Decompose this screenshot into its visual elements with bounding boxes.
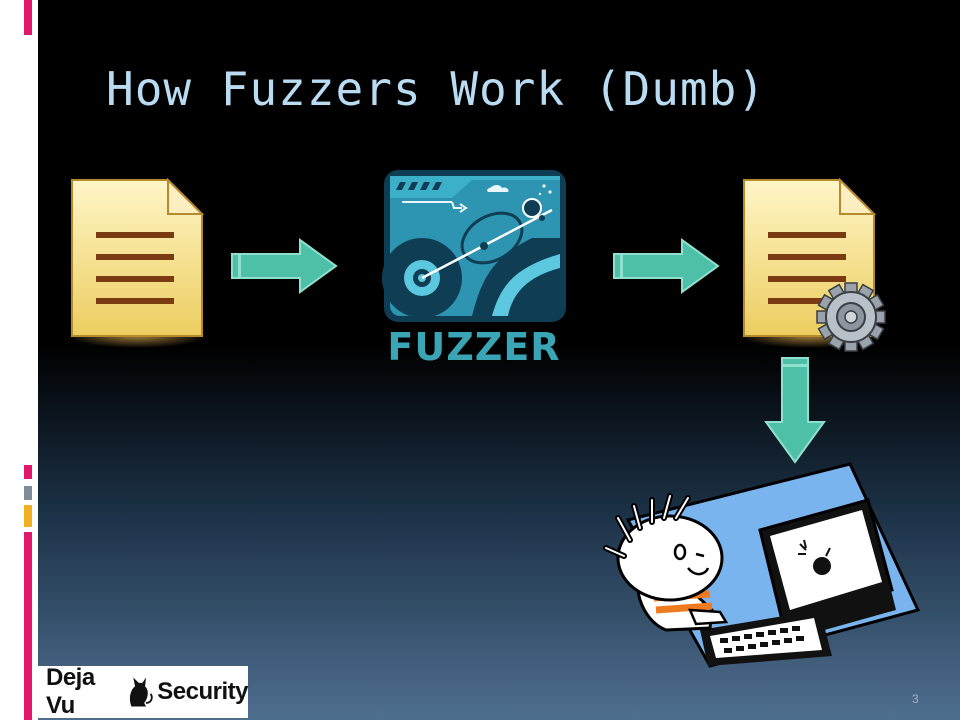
fuzzer-label: FUZZER — [387, 325, 560, 368]
left-bar-pink-top — [24, 0, 32, 35]
fuzzer-logo: FUZZER — [382, 170, 566, 368]
left-bar-pink-bottom — [24, 532, 32, 720]
page-number: 3 — [912, 692, 919, 706]
left-decorative-strip — [0, 0, 38, 720]
cat-icon — [129, 677, 153, 707]
input-document-icon — [67, 177, 207, 348]
left-bar-gold — [24, 505, 32, 527]
left-bar-gray — [24, 486, 32, 500]
down-arrow-icon — [764, 357, 826, 464]
slide-title: How Fuzzers Work (Dumb) — [106, 62, 766, 116]
right-arrow-icon-2 — [613, 238, 720, 294]
gear-icon — [816, 282, 886, 352]
crashed-computer-clipart — [603, 462, 920, 668]
left-bar-pink-mid — [24, 465, 32, 479]
right-arrow-icon — [231, 238, 338, 294]
company-logo: Deja Vu Security — [38, 664, 248, 719]
logo-text-left: Deja Vu — [46, 664, 95, 719]
logo-text-right: Security — [157, 678, 248, 705]
